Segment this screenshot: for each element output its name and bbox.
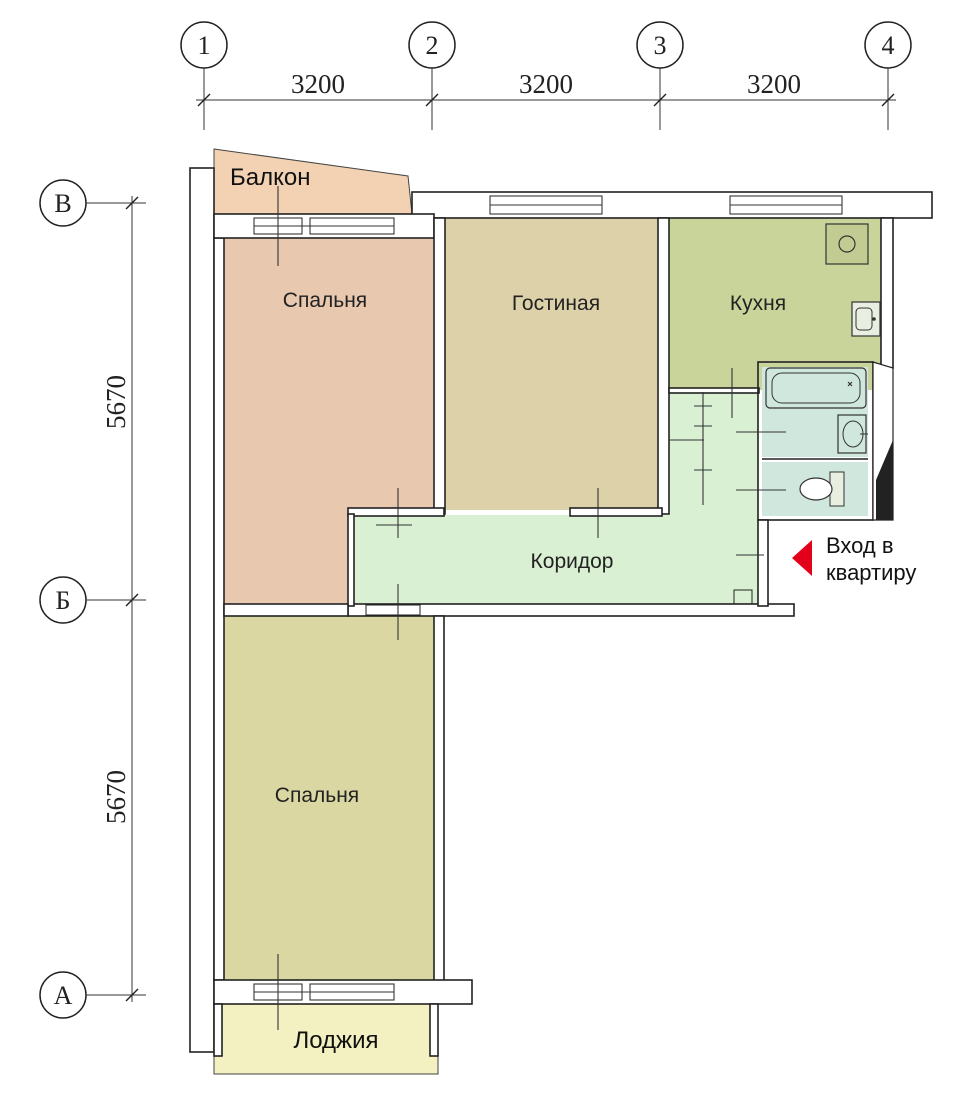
vertical-dimension: 5670 5670 <box>101 196 139 1002</box>
bedroom-bottom-label: Спальня <box>275 784 359 807</box>
axis-1-label: 1 <box>198 31 211 60</box>
axis-a-marker: А <box>39 971 146 1019</box>
axis-v-marker: В <box>39 179 146 227</box>
dimension-v-1: 5670 <box>101 375 131 429</box>
door-markers <box>277 186 786 1030</box>
dimension-h-2: 3200 <box>519 69 573 99</box>
axis-b-marker: Б <box>39 576 146 624</box>
axis-4-label: 4 <box>882 31 895 60</box>
axis-2-label: 2 <box>426 31 439 60</box>
axis-b-label: Б <box>56 586 71 615</box>
dimension-v-2: 5670 <box>101 770 131 824</box>
entry-marker: Вход в квартиру <box>792 533 916 585</box>
dimension-h-1: 3200 <box>291 69 345 99</box>
axis-1-marker: 1 <box>180 21 228 130</box>
stove-icon <box>825 223 869 265</box>
row-axes: В Б А <box>39 179 146 1019</box>
living-room-label: Гостиная <box>512 292 600 315</box>
entry-label-line2: квартиру <box>826 560 916 585</box>
kitchen-label: Кухня <box>730 292 786 315</box>
axis-a-label: А <box>54 981 73 1010</box>
corridor-label: Коридор <box>531 550 614 573</box>
walls <box>189 167 933 1057</box>
bath-sink-icon <box>837 414 868 454</box>
loggia-label: Лоджия <box>293 1027 378 1054</box>
balcony-label: Балкон <box>230 164 310 191</box>
bedroom-bottom-area <box>224 616 434 980</box>
living-room-area <box>445 218 658 510</box>
fixtures <box>765 223 881 507</box>
axis-v-label: В <box>54 189 71 218</box>
entry-arrow-icon <box>792 540 812 576</box>
dimension-h-3: 3200 <box>747 69 801 99</box>
toilet-icon <box>799 471 845 507</box>
loggia-area <box>213 1003 439 1075</box>
axis-4-marker: 4 <box>864 21 912 130</box>
axis-2-marker: 2 <box>408 21 456 130</box>
entry-label-line1: Вход в <box>826 533 894 558</box>
axis-3-label: 3 <box>654 31 667 60</box>
column-axes: 1 2 3 4 <box>180 21 912 130</box>
bedroom-top-label: Спальня <box>283 289 367 312</box>
corridor-area <box>354 392 758 604</box>
kitchen-sink-icon <box>851 301 881 337</box>
horizontal-dimension: 3200 3200 3200 <box>196 69 896 107</box>
bathtub-icon <box>765 367 867 409</box>
axis-3-marker: 3 <box>636 21 684 130</box>
